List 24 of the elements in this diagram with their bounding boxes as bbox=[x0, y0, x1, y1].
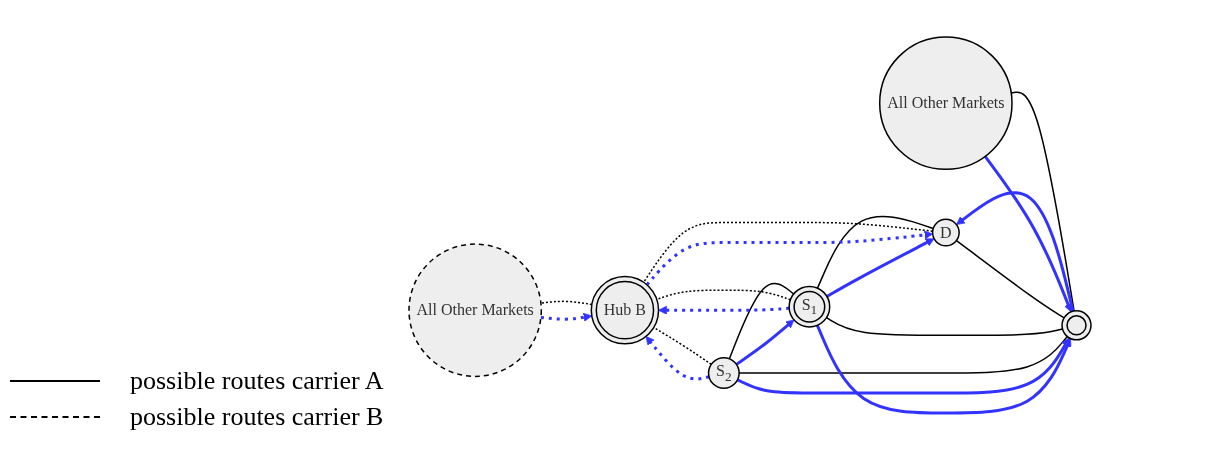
node-circle: S$_{2}$ bbox=[707, 356, 740, 390]
arrow bbox=[645, 336, 710, 381]
arrow bbox=[658, 305, 790, 315]
node-circle: All Other Markets bbox=[878, 36, 1013, 171]
node-circle: D bbox=[931, 218, 960, 247]
connector bbox=[816, 215, 934, 289]
arrow bbox=[826, 238, 935, 298]
legend-text: possible routes carrier B bbox=[130, 402, 384, 432]
arrow bbox=[983, 155, 1073, 313]
connector bbox=[728, 282, 795, 360]
arrow bbox=[815, 324, 1072, 415]
node-circle: Hub B bbox=[590, 275, 660, 345]
node-circle bbox=[1061, 310, 1092, 341]
connector bbox=[540, 300, 593, 306]
arrow bbox=[540, 312, 593, 322]
connector bbox=[653, 326, 712, 366]
node-circle: All Other Markets bbox=[408, 243, 543, 378]
legend-text: possible routes carrier A bbox=[130, 366, 384, 396]
arrow bbox=[735, 319, 795, 366]
connector bbox=[1010, 91, 1075, 312]
node-circle: S$_{1}$ bbox=[788, 285, 831, 328]
arrow bbox=[736, 337, 1070, 395]
arrow bbox=[956, 191, 1075, 312]
connector bbox=[955, 239, 1065, 319]
